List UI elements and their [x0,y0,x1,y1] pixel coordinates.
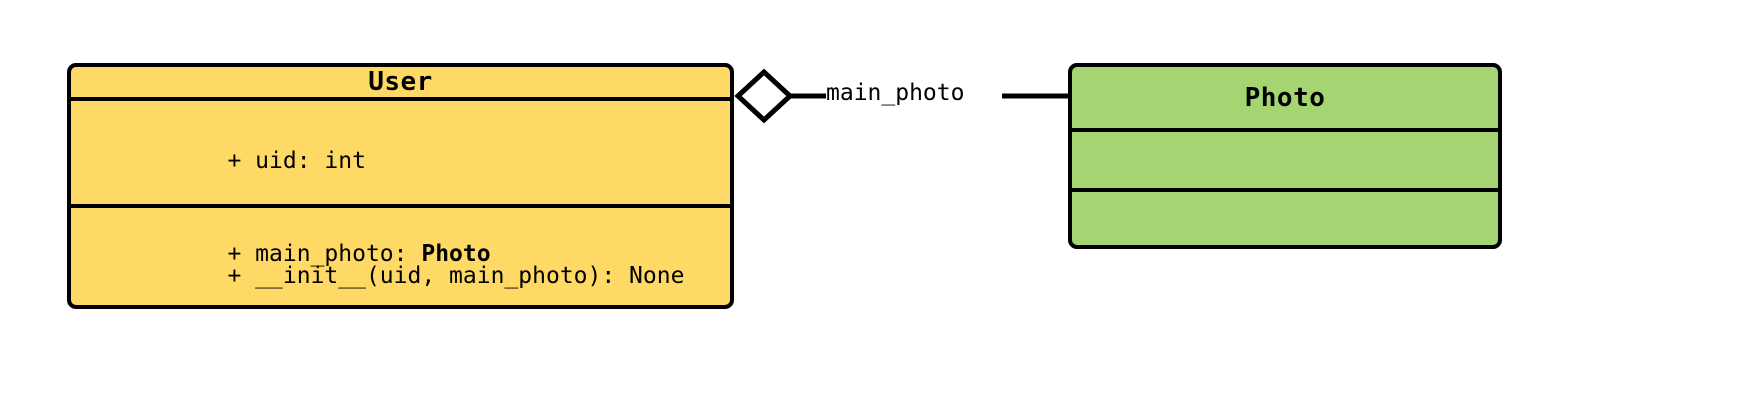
class-user-methods-compartment: + __init__(uid, main_photo): None [71,204,730,305]
attribute-text: + main_photo: [227,241,422,267]
uml-class-user[interactable]: User + uid: int + main_photo: Photo + __… [67,63,734,309]
class-user-attributes-compartment: + uid: int + main_photo: Photo [71,97,730,267]
class-user-attribute-list: + uid: int + main_photo: Photo [71,101,730,301]
method-text: + __init__(uid, main_photo): None [227,263,685,289]
class-photo-title-compartment: Photo [1072,67,1498,128]
class-attribute-row: + main_photo: Photo [89,208,730,301]
class-user-title-compartment: User [71,67,730,97]
relationship-label: main_photo [826,80,965,106]
class-photo-name: Photo [1244,82,1326,113]
class-attribute-row: + uid: int [89,115,730,208]
attribute-type-ref: Photo [421,241,491,267]
aggregation-diamond-icon [734,68,794,124]
class-photo-methods-compartment [1072,188,1498,245]
class-user-method-list: + __init__(uid, main_photo): None [71,208,730,305]
attribute-text: + uid: int [227,148,366,174]
uml-class-photo[interactable]: Photo [1068,63,1502,249]
relationship-aggregation-user-photo[interactable]: main_photo [730,60,1075,132]
class-photo-attributes-compartment [1072,128,1498,188]
class-photo-attribute-list [1072,132,1498,146]
class-method-row: + __init__(uid, main_photo): None [89,230,730,305]
class-user-name: User [368,67,433,97]
class-photo-method-list [1072,192,1498,206]
